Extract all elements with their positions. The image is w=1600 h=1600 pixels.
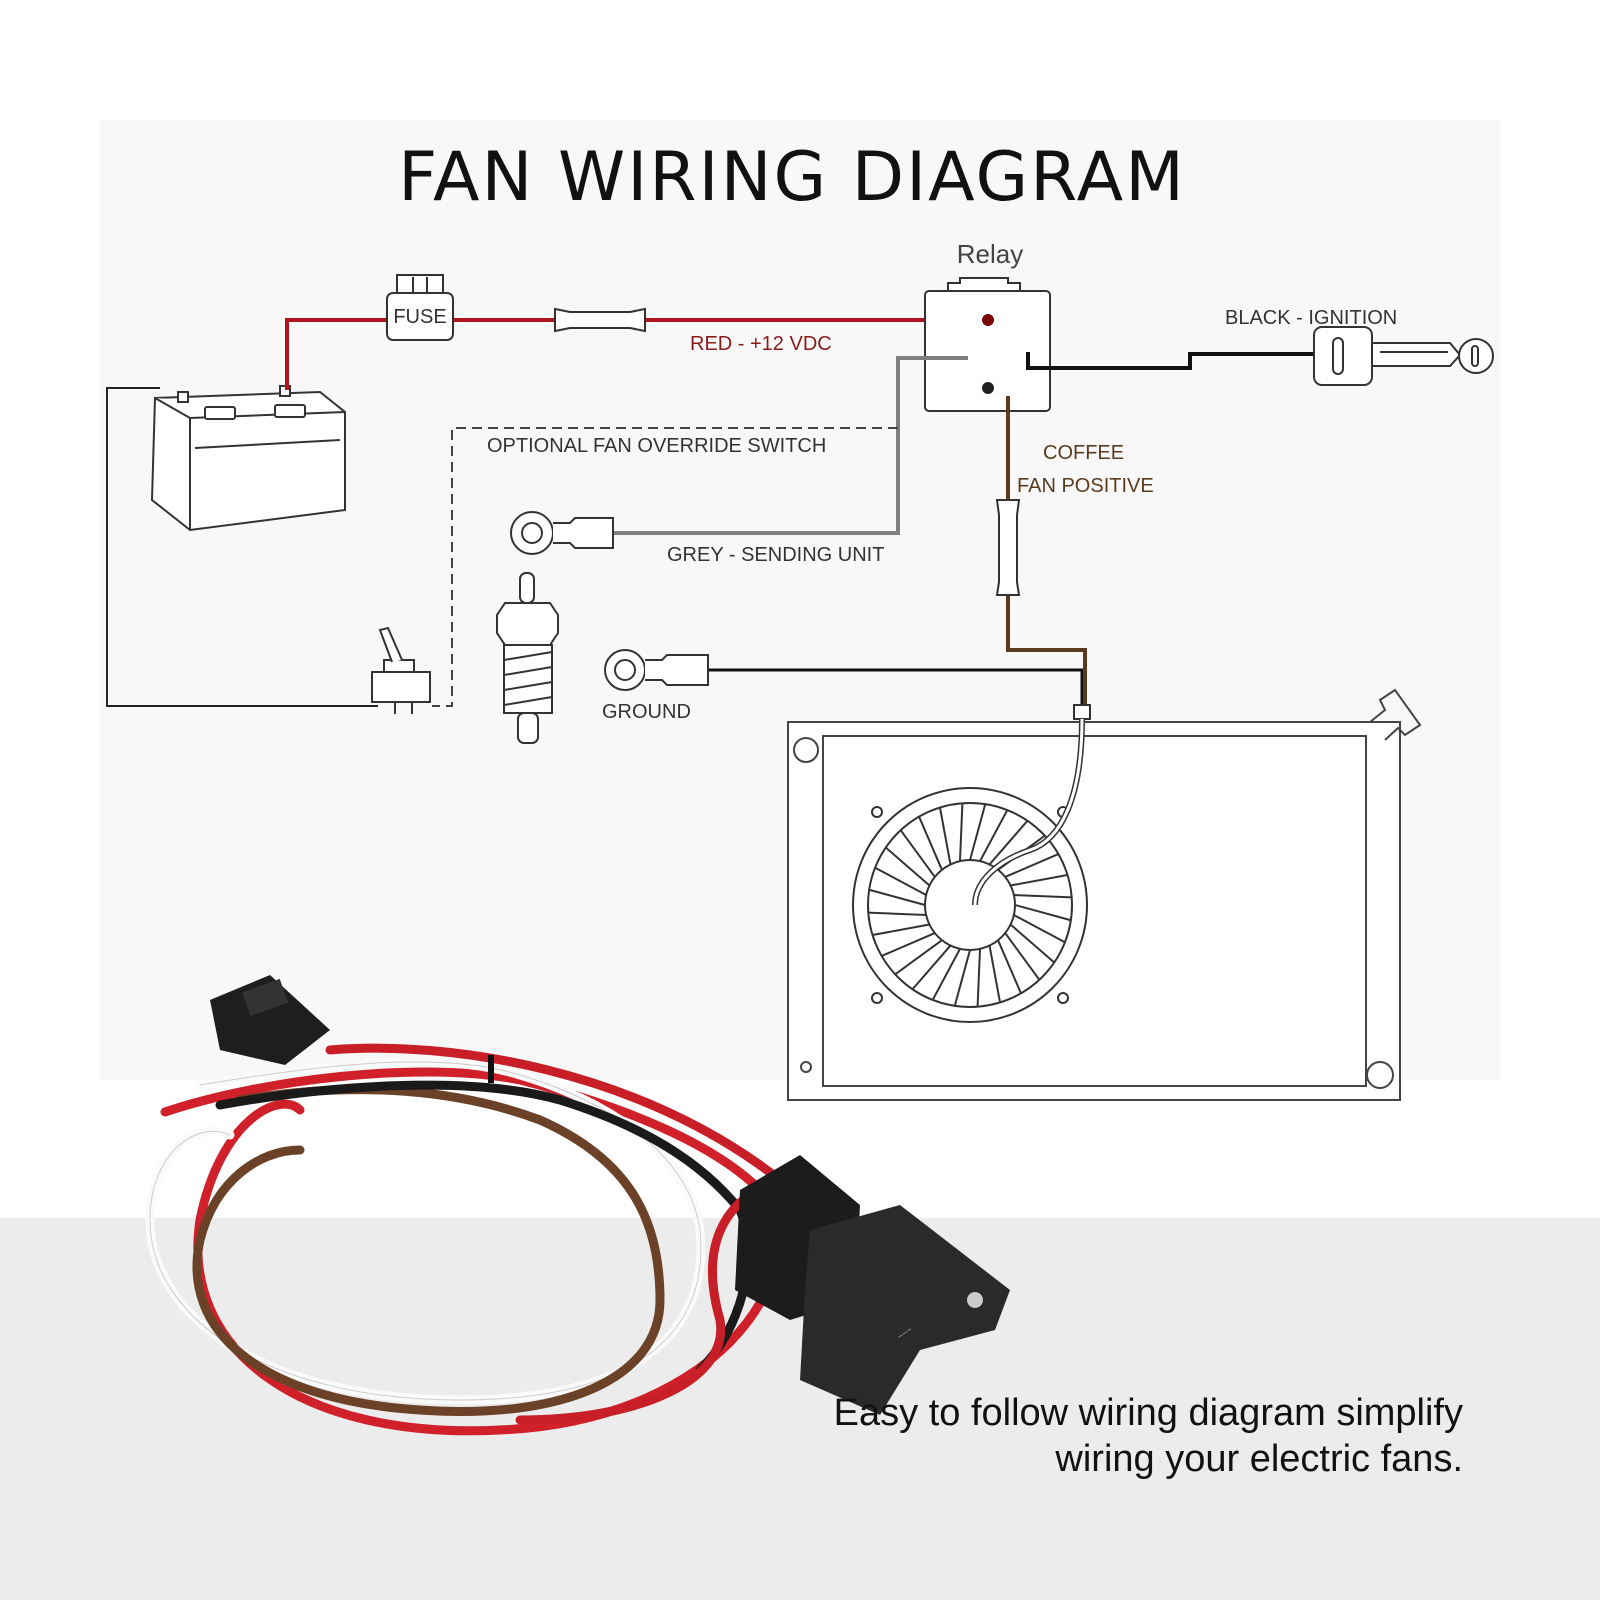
harness-brown-wire: [192, 1085, 665, 1417]
diagram-title: FAN WIRING DIAGRAM: [398, 138, 1186, 217]
toggle-switch-icon: [371, 626, 431, 714]
fan-blade: [953, 949, 971, 1007]
harness-red-wire: [160, 1067, 783, 1436]
fan-blade: [931, 948, 961, 1001]
inline-fuse-holder-icon: [554, 307, 646, 333]
fan-blade: [1014, 904, 1072, 922]
red-wire: [285, 318, 988, 390]
fan-blade: [938, 807, 952, 865]
relay-label: Relay: [957, 239, 1023, 269]
harness-connector-icon: [210, 975, 330, 1065]
fan-blade: [988, 945, 1002, 1003]
fan-blade: [872, 923, 930, 937]
fan-blade: [1010, 873, 1068, 887]
fan-blade: [969, 803, 987, 861]
ground-ring-terminal-icon: [604, 649, 709, 691]
grey-wire-label: GREY - SENDING UNIT: [667, 544, 884, 566]
fan-blade: [868, 911, 927, 917]
fan-positive-label: FAN POSITIVE: [1017, 475, 1154, 497]
coffee-label: COFFEE: [1043, 442, 1124, 464]
fan-blade: [881, 932, 936, 957]
fan-blade: [1013, 893, 1072, 899]
fan-blade: [958, 803, 964, 862]
fan-blade: [1004, 853, 1059, 878]
ring-terminal-icon: [510, 511, 614, 555]
fan-icon: [852, 787, 1088, 1023]
caption: Easy to follow wiring diagram simplify w…: [834, 1390, 1463, 1482]
override-dashed-wire: [432, 427, 898, 707]
inline-fuse-holder-fan-icon: [995, 499, 1021, 596]
battery-icon: [150, 385, 346, 532]
fan-blade: [868, 888, 926, 906]
ground-label: GROUND: [602, 701, 691, 723]
fan-blade: [911, 944, 952, 990]
fan-blade: [1009, 923, 1055, 964]
harness-red-wire-2: [325, 1043, 790, 1425]
caption-line-1: Easy to follow wiring diagram simplify: [833, 1392, 1463, 1434]
fan-blade: [988, 820, 1029, 866]
fan-blade: [918, 816, 943, 871]
relay-socket-photo-icon: ~~~: [735, 1155, 1010, 1415]
red-wire-label: RED - +12 VDC: [690, 333, 832, 355]
ignition-key-icon: [1313, 326, 1494, 386]
radiator-icon: [787, 688, 1422, 1101]
fuse-icon: FUSE: [386, 274, 454, 341]
wiring-harness-photo: [145, 1043, 790, 1436]
fuse-label: FUSE: [393, 306, 446, 328]
battery-switch-wire: [106, 387, 378, 707]
fan-blade: [979, 809, 1009, 862]
fan-blade: [1004, 932, 1041, 981]
grey-sending-unit-wire: [612, 356, 968, 535]
black-wire-label: BLACK - IGNITION: [1225, 307, 1397, 329]
fan-connector-icon: [1073, 704, 1091, 720]
fan-blade: [894, 939, 943, 976]
caption-line-2: wiring your electric fans.: [1055, 1438, 1463, 1480]
fan-blade: [1013, 914, 1066, 944]
temperature-sending-unit-icon: [496, 572, 559, 744]
override-switch-label: OPTIONAL FAN OVERRIDE SWITCH: [487, 435, 826, 457]
fan-blade: [874, 866, 927, 896]
fan-blade: [885, 846, 931, 887]
black-ignition-wire: [1026, 352, 1314, 370]
fan-blade: [997, 939, 1022, 994]
fan-blade: [899, 829, 936, 878]
ground-wire: [707, 668, 1084, 705]
fan-blade: [976, 948, 982, 1007]
relay-icon: [924, 277, 1051, 412]
